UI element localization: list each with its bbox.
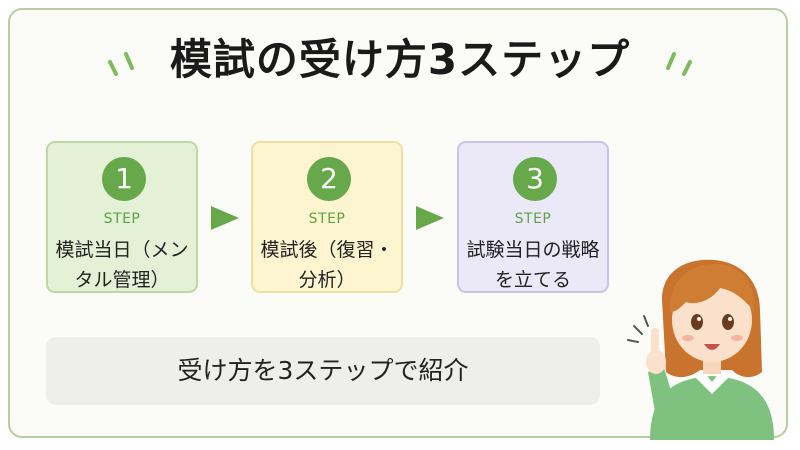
step-card-2: 2 STEP 模試後（復習・分析） [251,141,403,293]
sparkle-right-icon [666,52,692,76]
step-number-badge: 3 [513,157,557,201]
sparkle-left-icon [108,52,134,76]
step-label: STEP [514,211,552,227]
girl-pointing-illustration [627,259,774,440]
step-label: STEP [103,211,141,227]
arrow-right-icon [211,206,239,230]
step-description: 模試当日（メンタル管理） [55,239,189,291]
step-number-badge: 2 [307,157,351,201]
arrow-right-icon [416,206,444,230]
step-card-3: 3 STEP 試験当日の戦略を立てる [457,141,609,293]
step-label: STEP [308,211,346,227]
step-card-1: 1 STEP 模試当日（メンタル管理） [46,141,198,293]
step-description: 試験当日の戦略を立てる [466,239,600,291]
summary-banner: 受け方を3ステップで紹介 [46,337,600,405]
page-title: 模試の受け方3ステップ [169,35,631,84]
step-description: 模試後（復習・分析） [260,239,394,291]
step-number-badge: 1 [102,157,146,201]
